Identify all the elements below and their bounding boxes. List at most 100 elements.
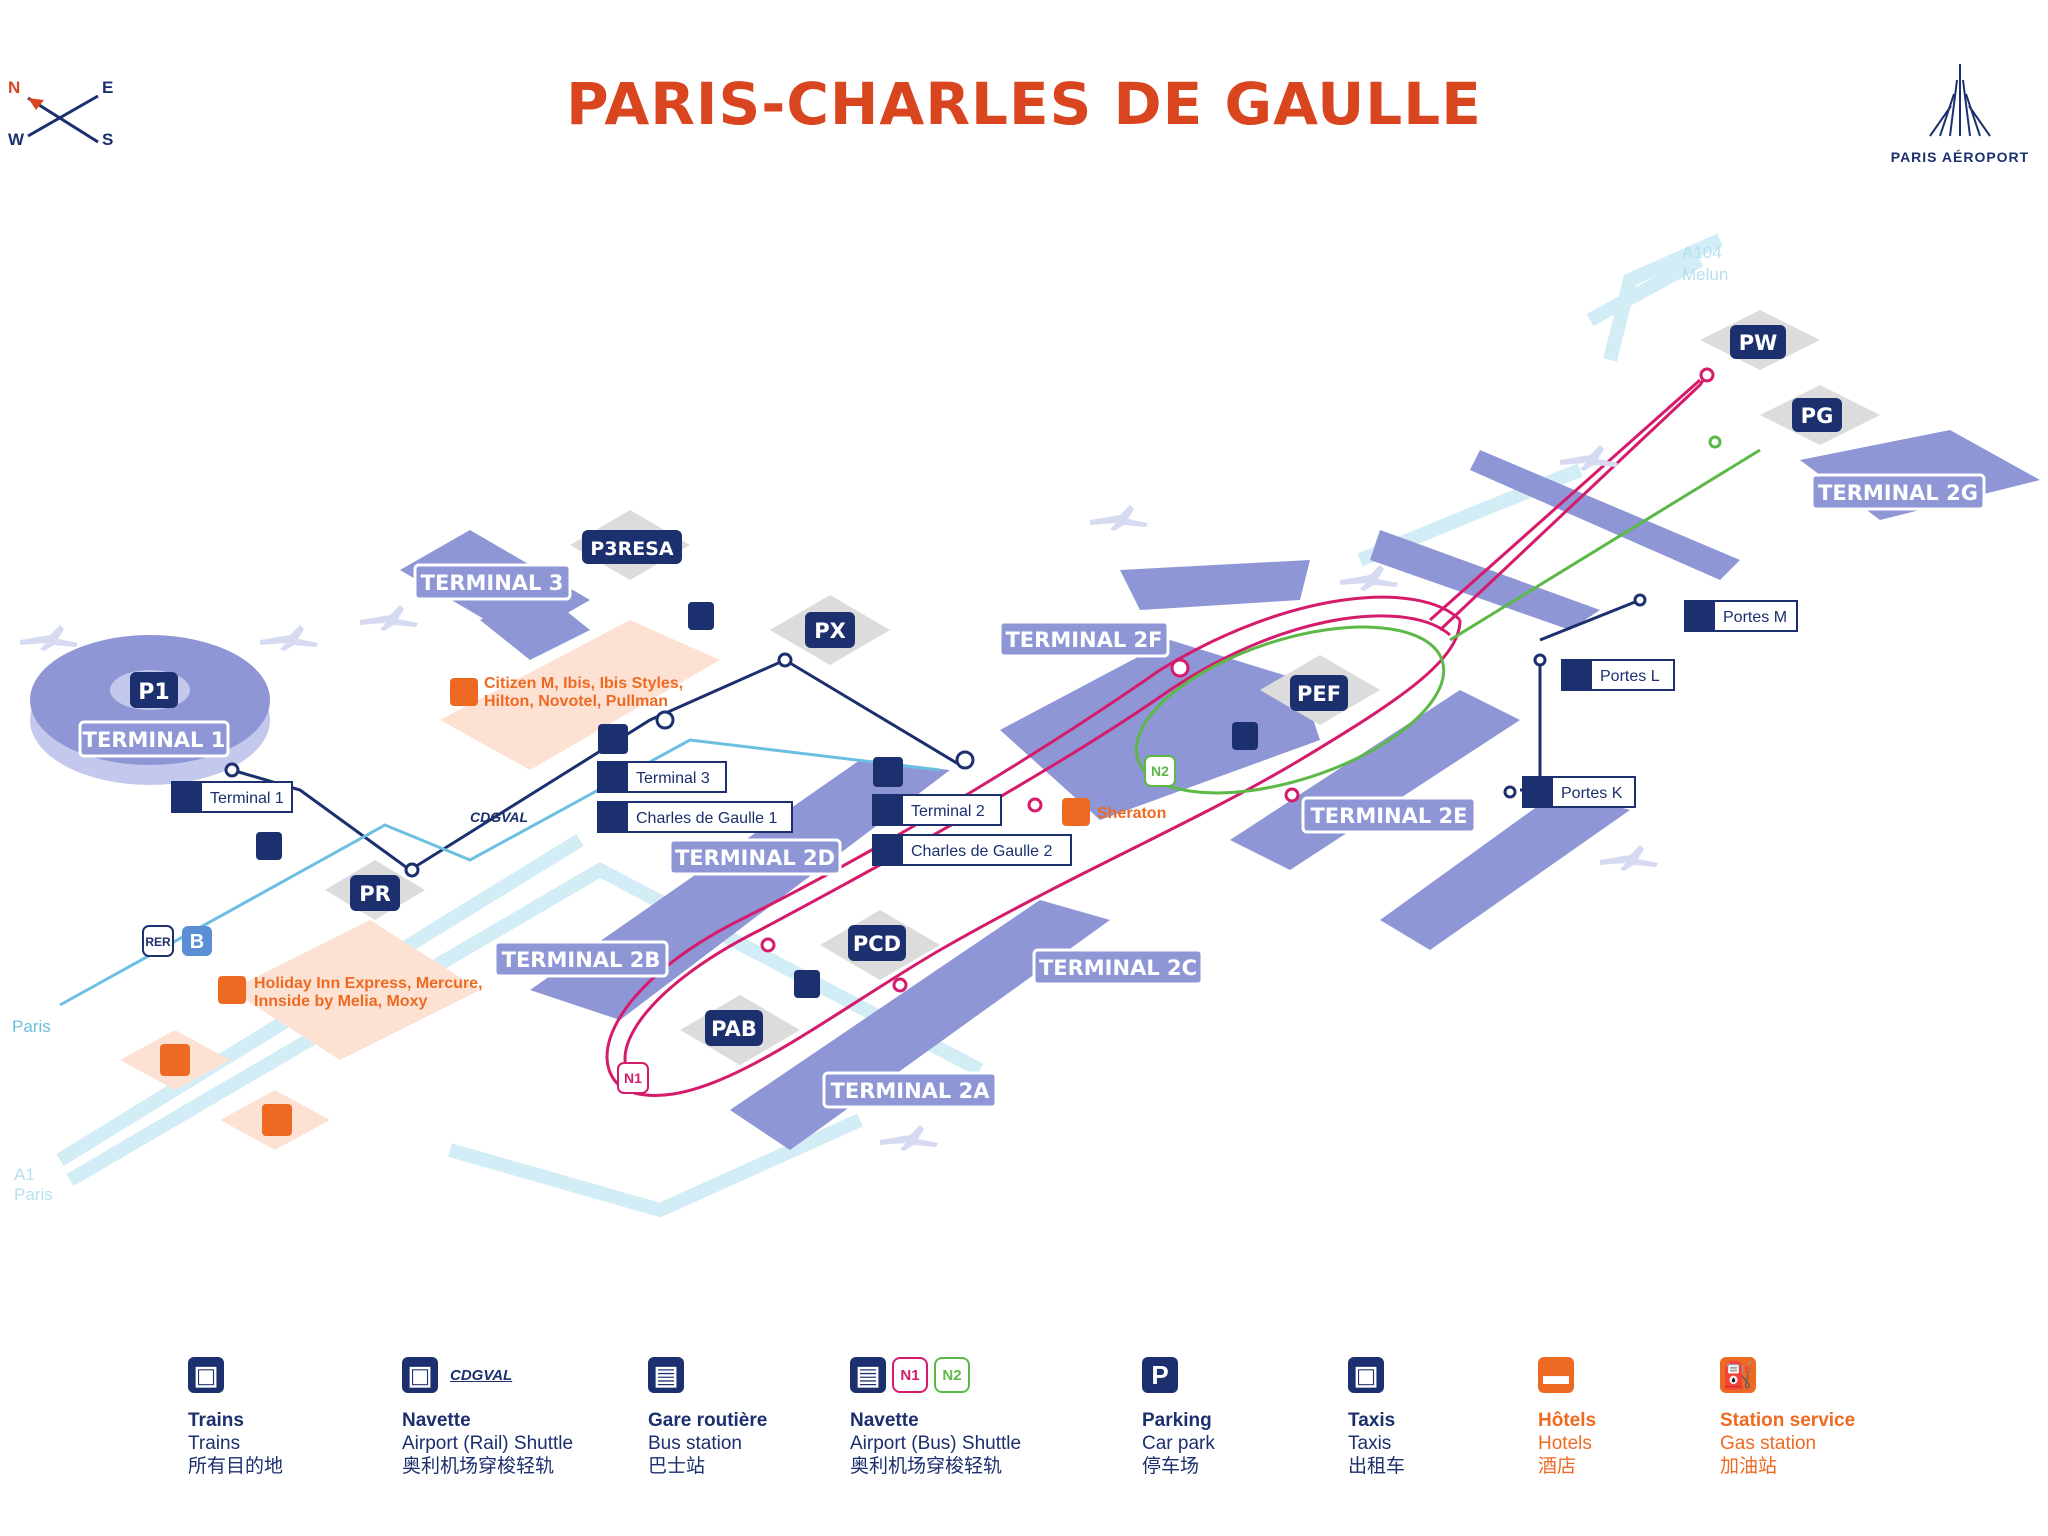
terminal-2b-text: TERMINAL 2B xyxy=(502,948,661,972)
melun-label: Melun xyxy=(1682,265,1728,284)
legend-bus-shuttle: ▤ N1 N2 Navette Airport (Bus) Shuttle 奥利… xyxy=(850,1352,1021,1478)
legend-en: Hotels xyxy=(1538,1433,1592,1454)
label-terminal-2d: TERMINAL 2D xyxy=(668,838,842,876)
legend-title: Taxis xyxy=(1348,1410,1396,1431)
label-terminal-2b: TERMINAL 2B xyxy=(493,940,669,978)
station-portes-k: Portes K xyxy=(1522,776,1636,808)
a1-paris-label: Paris xyxy=(14,1185,53,1204)
station-portes-k-text: Portes K xyxy=(1561,785,1623,802)
label-terminal-2e: TERMINAL 2E xyxy=(1301,796,1477,834)
legend-title: Parking xyxy=(1142,1410,1212,1431)
legend-zh: 巴士站 xyxy=(648,1456,706,1477)
terminal-2c-text: TERMINAL 2C xyxy=(1039,956,1197,980)
parking-pr-text: PR xyxy=(359,882,391,906)
a1-label: A1 xyxy=(14,1165,35,1184)
rer-b-text: B xyxy=(190,931,204,953)
label-terminal-2a: TERMINAL 2A xyxy=(822,1071,998,1109)
station-terminal-2: Terminal 2 xyxy=(872,794,1002,826)
n2-badge: N2 xyxy=(934,1357,970,1393)
portes-branch-lines xyxy=(1505,598,1641,794)
compass-south: S xyxy=(102,130,114,149)
parking-pcd: PCD xyxy=(848,925,906,961)
parking-pab-text: PAB xyxy=(711,1017,757,1041)
legend-title: Gare routière xyxy=(648,1410,768,1431)
station-terminal-3: Terminal 3 xyxy=(597,761,727,793)
parking-pcd-text: PCD xyxy=(853,932,901,956)
cdgval-label: CDGVAL xyxy=(470,809,528,825)
gas-station-icon: ⛽ xyxy=(1720,1357,1756,1393)
map-labels: CDGVAL Paris A1 Paris A104 Melun xyxy=(12,243,1728,1204)
train-icon: ▣ xyxy=(188,1357,224,1393)
station-cdg2-text: Charles de Gaulle 2 xyxy=(911,843,1053,860)
parking-icon: P xyxy=(1142,1357,1178,1393)
compass-rose-icon xyxy=(27,94,99,144)
a104-label: A104 xyxy=(1682,243,1722,262)
legend-title: Station service xyxy=(1720,1410,1856,1431)
label-terminal-2c: TERMINAL 2C xyxy=(1032,948,1204,986)
legend-zh: 奥利机场穿梭轻轨 xyxy=(850,1456,1003,1477)
parking-pg: PG xyxy=(1792,398,1842,432)
hotel-zone-2-line-1: Holiday Inn Express, Mercure, xyxy=(254,975,483,992)
n2-shuttle-route xyxy=(1134,625,1446,795)
rer-line xyxy=(59,738,941,1007)
legend-zh: 出租车 xyxy=(1348,1456,1406,1477)
parking-px-text: PX xyxy=(814,619,846,643)
label-terminal-2g: TERMINAL 2G xyxy=(1810,473,1986,511)
parking-pw: PW xyxy=(1730,325,1786,359)
paris-aeroport-logo: PARIS AÉROPORT xyxy=(1880,60,2040,165)
legend-en: Airport (Rail) Shuttle xyxy=(402,1433,574,1454)
legend-title: Navette xyxy=(850,1410,919,1431)
taxi-icon: ▣ xyxy=(1348,1357,1384,1393)
parking-px: PX xyxy=(805,612,855,648)
terminal-labels: TERMINAL 1 TERMINAL 3 TERMINAL 2F TERMIN… xyxy=(78,473,1986,1109)
legend-trains: ▣ Trains Trains 所有目的地 xyxy=(188,1352,283,1478)
station-portes-m-text: Portes M xyxy=(1723,609,1787,626)
shuttle-rail-icon: ▣ xyxy=(402,1357,438,1393)
legend-en: Airport (Bus) Shuttle xyxy=(850,1433,1022,1454)
label-terminal-1: TERMINAL 1 xyxy=(78,720,230,758)
parking-pg-text: PG xyxy=(1801,404,1834,428)
bus-stop-icons xyxy=(598,724,903,787)
legend-cdgval: ▣CDGVAL Navette Airport (Rail) Shuttle 奥… xyxy=(402,1352,573,1478)
parking-p3resa: P3RESA xyxy=(582,530,682,564)
station-terminal-1: Terminal 1 xyxy=(171,781,293,813)
compass-west: W xyxy=(8,130,25,149)
bus-icon: ▤ xyxy=(850,1357,886,1393)
compass-east: E xyxy=(102,78,114,97)
terminal-3-text: TERMINAL 3 xyxy=(421,571,564,595)
shuttle-markers: N1 N2 xyxy=(617,755,1176,1094)
brand-name: PARIS AÉROPORT xyxy=(1890,149,2030,165)
terminal-1-building xyxy=(30,635,270,785)
terminal-1-text: TERMINAL 1 xyxy=(83,728,226,752)
station-cdg2: Charles de Gaulle 2 xyxy=(872,834,1072,866)
legend-en: Gas station xyxy=(1720,1433,1817,1454)
control-tower-logo-icon xyxy=(1929,64,1991,137)
parking-pab: PAB xyxy=(705,1010,763,1046)
terminal-2d-text: TERMINAL 2D xyxy=(675,846,835,870)
legend-en: Trains xyxy=(188,1433,241,1454)
station-portes-l: Portes L xyxy=(1561,659,1675,691)
hotel-zone-2 xyxy=(230,920,480,1060)
station-terminal-1-text: Terminal 1 xyxy=(210,790,284,807)
airplane-icons xyxy=(20,445,1658,1151)
terminal-2a-text: TERMINAL 2A xyxy=(831,1079,991,1103)
hotel-icon: ▬ xyxy=(1538,1357,1574,1393)
legend-parking: P Parking Car park 停车场 xyxy=(1142,1352,1215,1478)
taxi-icons xyxy=(256,602,1258,998)
parking-p3resa-text: P3RESA xyxy=(590,538,673,560)
parking-pw-text: PW xyxy=(1739,331,1778,355)
hotel-zone-1 xyxy=(440,620,720,770)
legend-zh: 酒店 xyxy=(1538,1456,1577,1477)
n2-marker-text: N2 xyxy=(1151,763,1169,779)
terminal-2g-text: TERMINAL 2G xyxy=(1818,481,1978,505)
terminal-2e-text: TERMINAL 2E xyxy=(1310,804,1467,828)
parking-pef: PEF xyxy=(1290,675,1348,711)
terminal-2f-text: TERMINAL 2F xyxy=(1005,628,1162,652)
legend-zh: 停车场 xyxy=(1142,1456,1200,1477)
cdgval-logo: CDGVAL xyxy=(450,1366,513,1384)
legend-en: Bus station xyxy=(648,1433,742,1454)
station-terminal-2-text: Terminal 2 xyxy=(911,803,985,820)
bus-icon: ▤ xyxy=(648,1357,684,1393)
legend-en: Taxis xyxy=(1348,1433,1392,1454)
